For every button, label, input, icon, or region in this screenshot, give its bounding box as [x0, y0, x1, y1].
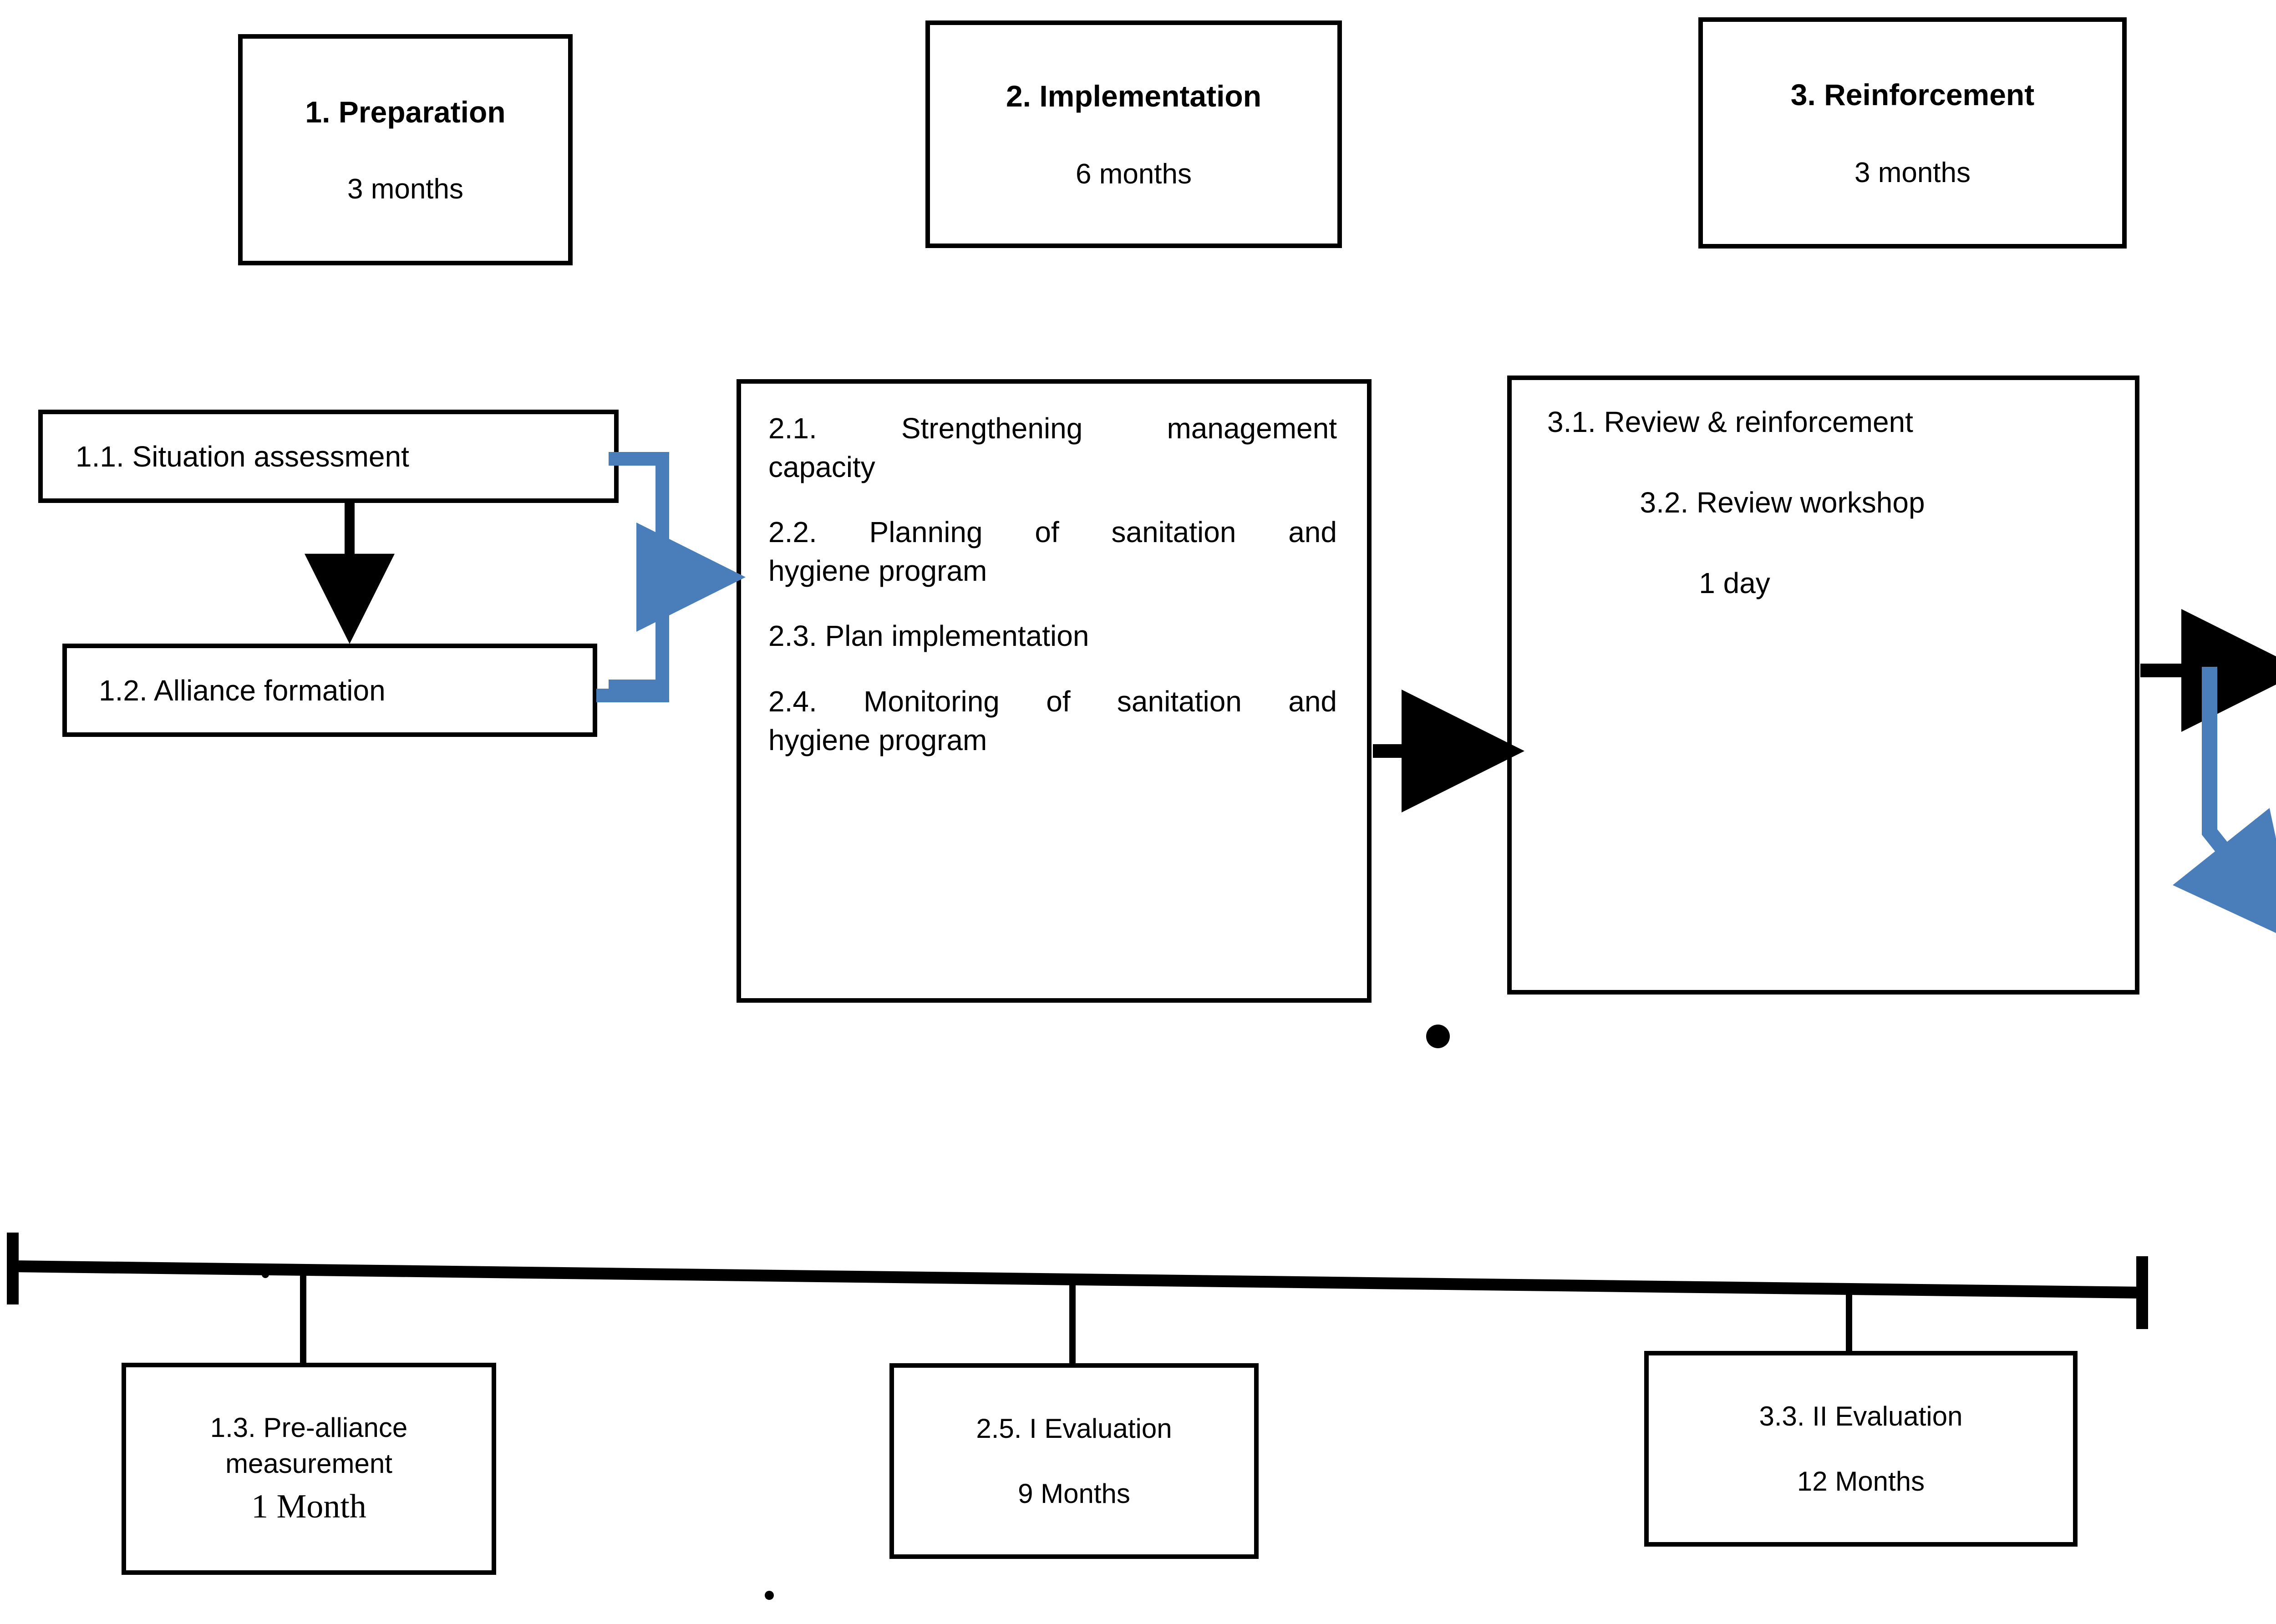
- phase-duration-preparation: 3 months: [347, 173, 464, 205]
- step-box-reinforcement-details[interactable]: 3.1. Review & reinforcement 3.2. Review …: [1507, 376, 2139, 995]
- step-2-3-line1: 2.3. Plan implementation: [768, 619, 1089, 653]
- step-item-3-2-duration: 1 day: [1699, 567, 1770, 600]
- phase-duration-reinforcement: 3 months: [1854, 157, 1971, 188]
- step-2-2-tok-1: Planning: [869, 516, 983, 549]
- step-2-4-tok-1: Monitoring: [864, 685, 1000, 718]
- step-2-4-tok-0: 2.4.: [768, 685, 817, 718]
- phase-duration-implementation: 6 months: [1075, 158, 1192, 190]
- milestone-box-3-3[interactable]: 3.3. II Evaluation 12 Months: [1644, 1351, 2078, 1547]
- step-box-1-2[interactable]: 1.2. Alliance formation: [62, 644, 597, 737]
- milestone-duration-3-3: 12 Months: [1797, 1466, 1925, 1497]
- step-label-1-2: 1.2. Alliance formation: [99, 674, 386, 707]
- milestone-box-1-3[interactable]: 1.3. Pre-alliance measurement 1 Month: [122, 1363, 496, 1575]
- timeline-axis: [12, 1260, 2143, 1299]
- step-item-2-4: 2.4. Monitoring of sanitation and hygiene pr…: [768, 682, 1337, 760]
- milestone-label-3-3-line1: 3.3. II Evaluation: [1759, 1401, 1963, 1431]
- step-2-1-tok-1: Strengthening: [901, 412, 1083, 445]
- stray-dot-2: [765, 1591, 774, 1600]
- step-2-2-tok-0: 2.2.: [768, 516, 817, 549]
- step-box-implementation-details[interactable]: 2.1. Strengthening management capacity 2.2…: [737, 379, 1372, 1003]
- step-2-4-tok-3: sanitation: [1117, 685, 1242, 718]
- step-2-1-line2: capacity: [768, 451, 875, 484]
- arrow-reinforcement-to-capacity: [2173, 667, 2276, 944]
- step-2-1-tok-0: 2.1.: [768, 412, 817, 445]
- step-2-4-line2: hygiene program: [768, 723, 987, 756]
- step-item-3-2: 3.2. Review workshop: [1640, 486, 1925, 519]
- step-2-2-line2: hygiene program: [768, 554, 987, 588]
- phase-box-implementation[interactable]: 2. Implementation 6 months: [925, 20, 1342, 248]
- milestone-duration-1-3: 1 Month: [251, 1487, 366, 1525]
- phase-title-reinforcement: 3. Reinforcement: [1790, 77, 2035, 112]
- milestone-label-1-3-line2: measurement: [225, 1448, 392, 1479]
- step-box-1-1[interactable]: 1.1. Situation assessment: [38, 410, 619, 503]
- stray-dot-1: [1426, 1025, 1450, 1048]
- step-2-2-tok-2: of: [1035, 516, 1059, 549]
- milestone-label-2-5-line1: 2.5. I Evaluation: [976, 1413, 1172, 1444]
- step-2-2-tok-4: and: [1288, 516, 1337, 549]
- phase-box-reinforcement[interactable]: 3. Reinforcement 3 months: [1698, 17, 2127, 249]
- step-2-4-tok-4: and: [1288, 685, 1337, 718]
- step-item-2-1: 2.1. Strengthening management capacity: [768, 409, 1337, 487]
- milestone-label-1-3-line1: 1.3. Pre-alliance: [210, 1412, 408, 1443]
- step-label-1-1: 1.1. Situation assessment: [76, 440, 409, 473]
- milestone-duration-2-5: 9 Months: [1018, 1478, 1130, 1509]
- phase-title-preparation: 1. Preparation: [305, 95, 506, 129]
- step-item-3-1: 3.1. Review & reinforcement: [1547, 406, 1913, 438]
- phase-title-implementation: 2. Implementation: [1006, 79, 1262, 113]
- step-2-4-tok-2: of: [1046, 685, 1071, 718]
- phase-box-preparation[interactable]: 1. Preparation 3 months: [238, 34, 573, 265]
- step-item-2-3: 2.3. Plan implementation: [768, 617, 1337, 655]
- step-item-2-2: 2.2. Planning of sanitation and hygiene prog…: [768, 513, 1337, 590]
- milestone-box-2-5[interactable]: 2.5. I Evaluation 9 Months: [889, 1363, 1259, 1559]
- stray-dot-3: [262, 1271, 269, 1278]
- step-2-2-tok-3: sanitation: [1111, 516, 1236, 549]
- step-2-1-tok-2: management: [1167, 412, 1337, 445]
